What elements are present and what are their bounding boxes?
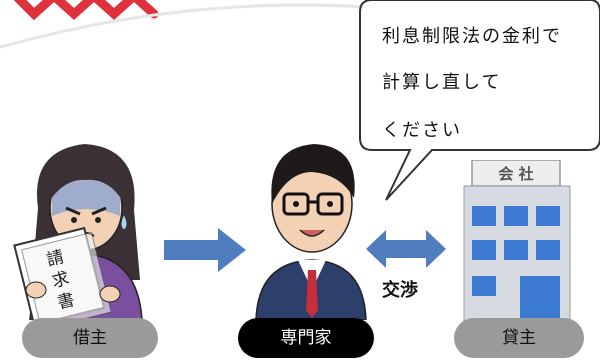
bubble-text-line2: 計算し直して [382, 72, 502, 93]
bubble-text-line3: ください [382, 120, 462, 141]
expert-illustration [255, 144, 367, 320]
document-char-3: 書 [55, 290, 76, 314]
arrow-right [164, 228, 246, 272]
title-fragment [13, 0, 159, 21]
borrower-illustration: 請 求 書 [13, 144, 143, 320]
document-char-2: 求 [50, 269, 71, 293]
negotiation-label: 交渉 [382, 280, 418, 301]
document-char-1: 請 [45, 247, 66, 271]
expert-label: 専門家 [238, 318, 374, 358]
lender-label: 貸主 [454, 318, 584, 358]
building-sign: 会 社 [498, 165, 533, 183]
lender-building: 会 社 [463, 160, 571, 322]
bubble-text-line1: 利息制限法の金利で [382, 26, 562, 47]
borrower-label: 借主 [22, 318, 158, 358]
double-arrow [366, 230, 446, 268]
